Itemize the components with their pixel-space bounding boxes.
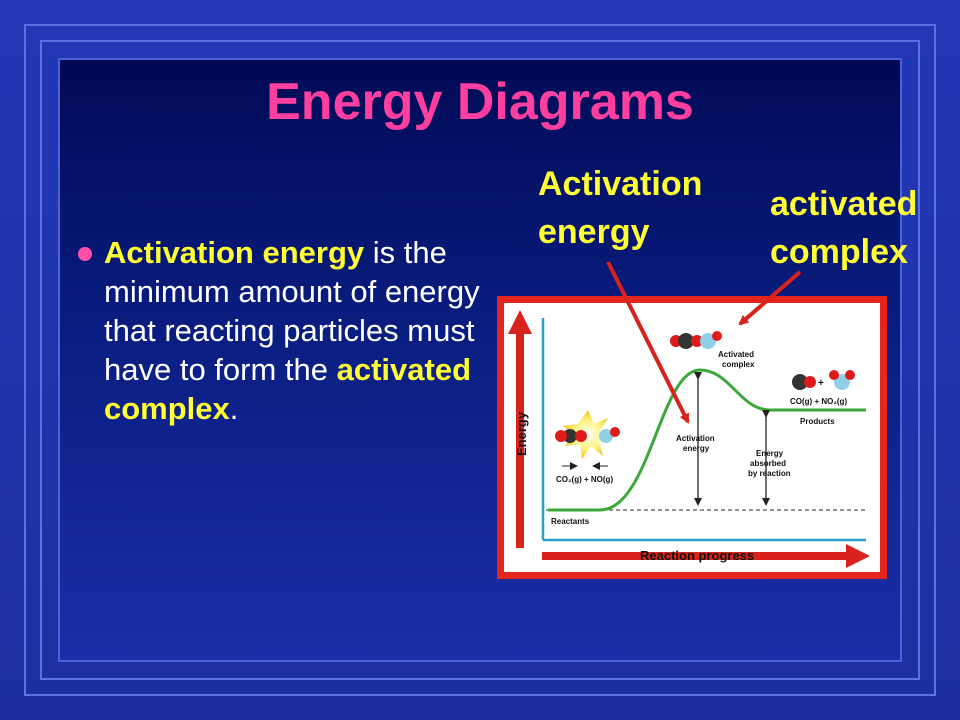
callout-activation-energy: Activation energy [538, 165, 703, 251]
middle-frame-line [40, 40, 920, 680]
activation-energy-label-2: energy [683, 444, 710, 453]
bullet-end: . [229, 391, 239, 426]
reactant-formula: CO₂(g) + NO(g) [556, 475, 613, 484]
callout-activated-complex: activated complex [770, 185, 918, 271]
x-axis-red-arrowhead [846, 544, 870, 568]
activated-complex-label-2: complex [722, 360, 755, 369]
activated-complex-molecule-icon [670, 331, 722, 349]
energy-absorbed-label-1: Energy [756, 449, 784, 458]
slide-title: Energy Diagrams [266, 73, 694, 131]
energy-curve [548, 368, 866, 512]
term-activated-complex: activated complex [104, 352, 472, 426]
x-axis-label: Reaction progress [640, 548, 754, 563]
pointer-arrow-activated-complex [738, 270, 802, 326]
plus-sign: + [818, 378, 824, 389]
term-activation-energy: Activation energy [104, 235, 365, 270]
y-axis-label: Energy [514, 411, 529, 456]
bullet-body: is the minimum amount of energy that rea… [104, 235, 480, 387]
activated-complex-label-1: Activated [718, 350, 754, 359]
collision-burst-icon [563, 410, 614, 459]
product-formula: CO(g) + NO₂(g) [790, 397, 847, 406]
energy-absorbed-label-2: absorbed [750, 459, 786, 468]
y-axis-red-arrowhead [508, 310, 532, 334]
bullet-dot [78, 247, 92, 261]
outer-frame-line [24, 24, 936, 696]
pointer-arrow-activation-energy [606, 261, 690, 424]
reactant-molecules-icon [555, 427, 620, 443]
energy-absorbed-label-3: by reaction [748, 469, 791, 478]
products-label: Products [800, 417, 835, 426]
product-molecules-icon [792, 370, 855, 390]
activation-energy-label-1: Activation [676, 434, 715, 443]
bullet-text: Activation energy is the minimum amount … [104, 233, 484, 428]
reactants-label: Reactants [551, 517, 590, 526]
